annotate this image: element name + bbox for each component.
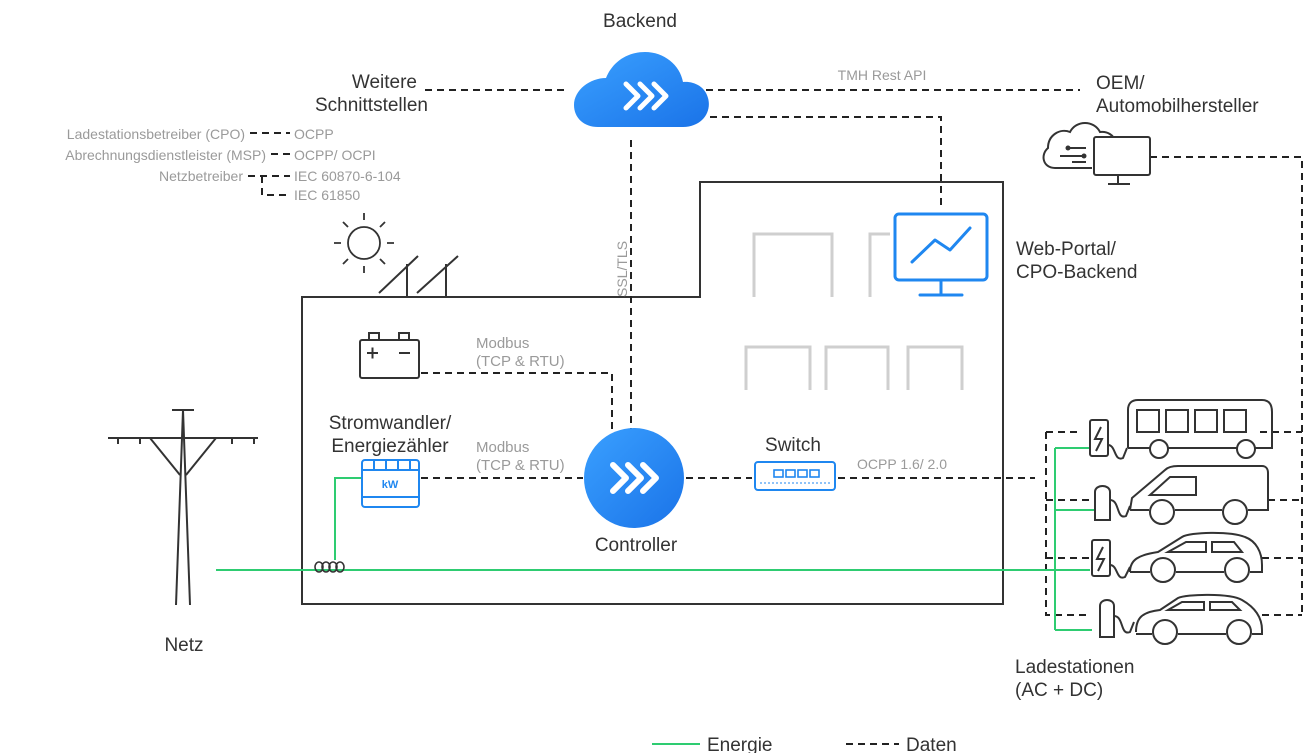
modbus-mid-line2: (TCP & RTU)	[476, 457, 565, 474]
interface-party: Ladestationsbetreiber (CPO)	[67, 126, 245, 142]
interface-protocol: IEC 61850	[294, 187, 360, 203]
monitor-chart-icon[interactable]	[893, 212, 989, 297]
backend-label: Backend	[603, 11, 677, 32]
charger-icon	[1091, 539, 1131, 579]
webportal-label-line1: Web-Portal/	[1016, 239, 1117, 260]
bus-icon	[1127, 399, 1273, 459]
tmh-api-label: TMH Rest API	[838, 67, 927, 83]
sun-icon	[334, 213, 394, 273]
switch-label: Switch	[765, 435, 821, 456]
charger-icon	[1089, 419, 1128, 460]
interface-party: Abrechnungsdienstleister (MSP)	[65, 147, 266, 163]
interface-party: Netzbetreiber	[159, 168, 243, 184]
webportal-label-line2: CPO-Backend	[1016, 262, 1137, 283]
backend-cloud-icon[interactable]	[574, 52, 709, 127]
ladestationen-label-line1: Ladestationen	[1015, 657, 1134, 678]
oem-label-line2: Automobilhersteller	[1096, 96, 1259, 117]
modbus-mid-line1: Modbus	[476, 439, 529, 456]
interface-protocol: OCPP/ OCPI	[294, 147, 376, 163]
modbus-top-line2: (TCP & RTU)	[476, 353, 565, 370]
car-icon	[1135, 593, 1263, 645]
interfaces-title-line1: Weitere	[352, 72, 417, 93]
oem-label-line1: OEM/	[1096, 73, 1145, 94]
controller-label: Controller	[595, 535, 678, 556]
parking-bays	[744, 232, 964, 390]
current-transformer-icon	[314, 561, 345, 573]
interface-protocol: OCPP	[294, 126, 334, 142]
ocpp-version-label: OCPP 1.6/ 2.0	[857, 456, 947, 472]
charger-icon	[1094, 485, 1131, 521]
battery-icon	[359, 332, 420, 379]
legend-energy-label: Energie	[707, 735, 773, 753]
meter-label-line1: Stromwandler/	[329, 413, 452, 434]
charger-icon	[1099, 599, 1135, 638]
controller-icon[interactable]	[584, 428, 684, 528]
modbus-top-line1: Modbus	[476, 335, 529, 352]
energy-lines	[216, 447, 1095, 631]
interfaces-title-line2: Schnittstellen	[315, 95, 428, 116]
legend: Energie Daten	[652, 735, 957, 753]
van-icon	[1129, 465, 1269, 525]
network-switch-icon[interactable]	[754, 461, 836, 491]
solar-panel-icon	[378, 255, 459, 297]
netz-label: Netz	[164, 635, 203, 656]
meter-kw: kW	[382, 479, 399, 491]
cloud-computer-icon	[1042, 122, 1151, 185]
ssl-tls-label: SSL/TLS	[614, 241, 630, 297]
power-pylon-icon	[108, 409, 258, 606]
car-icon	[1129, 531, 1263, 583]
interface-protocol: IEC 60870-6-104	[294, 168, 401, 184]
energy-meter-icon	[361, 459, 420, 508]
meter-label-line2: Energiezähler	[331, 436, 449, 457]
legend-data-label: Daten	[906, 735, 957, 753]
building-outline	[301, 181, 1004, 605]
data-lines	[248, 89, 1303, 616]
ladestationen-label-line2: (AC + DC)	[1015, 680, 1103, 701]
